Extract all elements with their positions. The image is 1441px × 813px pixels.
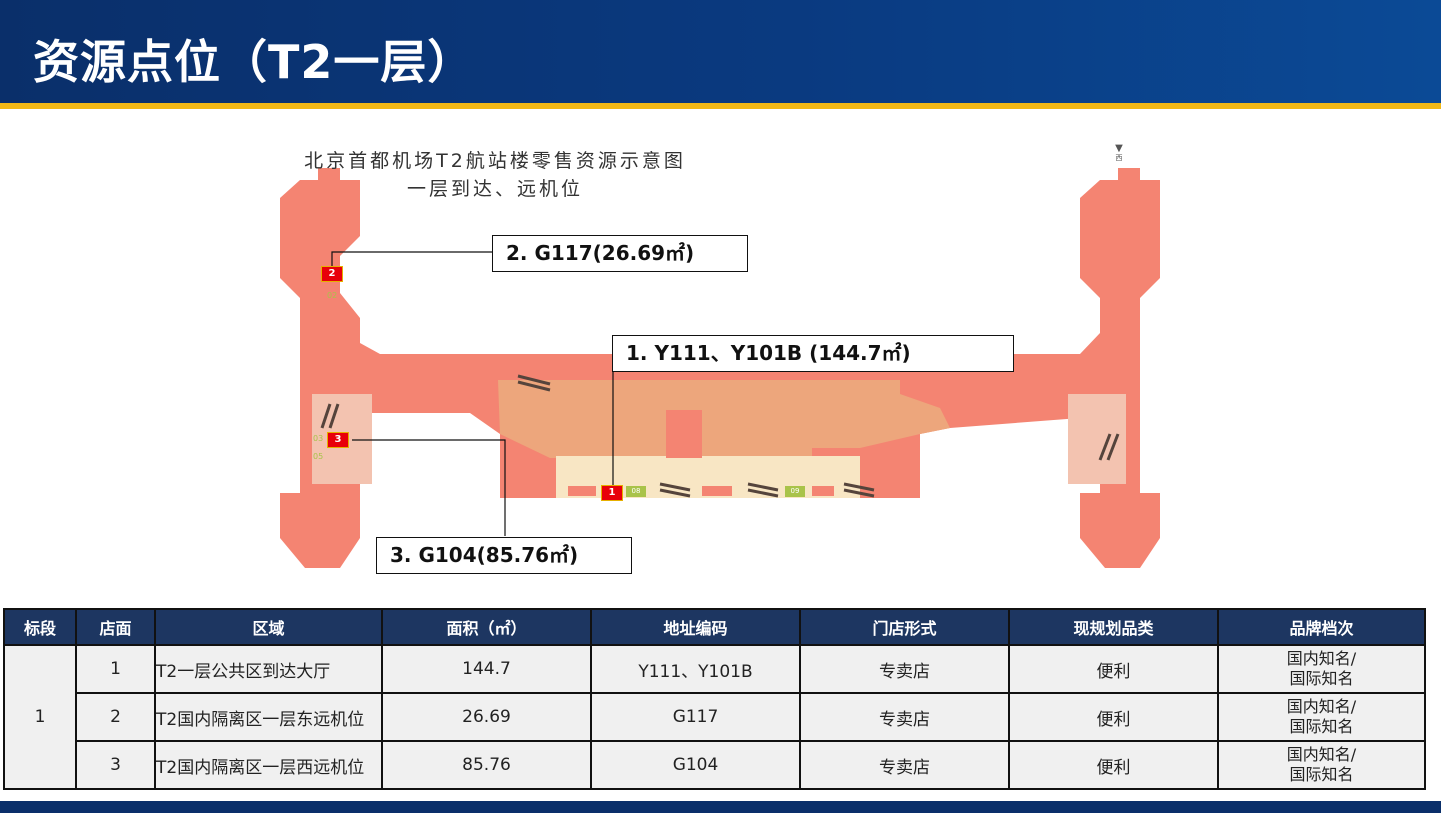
table-row: 1 1 T2一层公共区到达大厅 144.7 Y111、Y101B 专卖店 便利 …	[3, 644, 1426, 790]
retail-slot	[702, 486, 732, 496]
map-title: 北京首都机场T2航站楼零售资源示意图	[304, 150, 686, 172]
table-header-row: 标段 店面 区域 面积（㎡） 地址编码 门店形式 现规划品类 品牌档次	[3, 608, 1426, 646]
header-stripe	[0, 103, 1441, 109]
area-cell: T2国内隔离区一层东远机位	[154, 692, 383, 742]
store-cell: 2	[75, 692, 156, 742]
column-header: 店面	[75, 608, 156, 646]
category-cell: 便利	[1008, 692, 1219, 742]
map-subtitle: 一层到达、远机位	[406, 178, 583, 200]
area-cell: T2一层公共区到达大厅	[154, 644, 383, 694]
format-cell: 专卖店	[799, 740, 1010, 790]
column-header: 现规划品类	[1008, 608, 1219, 646]
core-block	[666, 410, 702, 458]
resource-table: 标段 店面 区域 面积（㎡） 地址编码 门店形式 现规划品类 品牌档次 1 1 …	[3, 608, 1426, 790]
column-header: 门店形式	[799, 608, 1010, 646]
callout-g104: 3. G104(85.76㎡)	[376, 537, 632, 574]
callout-leader-lines	[331, 251, 614, 536]
format-cell: 专卖店	[799, 692, 1010, 742]
callout-y111: 1. Y111、Y101B (144.7㎡)	[612, 335, 1014, 372]
store-cell: 1	[75, 644, 156, 694]
table-row: 3 T2国内隔离区一层西远机位 85.76 G104 专卖店 便利 国内知名/国…	[4, 740, 1426, 790]
category-cell: 便利	[1008, 740, 1219, 790]
grade-cell: 国内知名/国际知名	[1217, 692, 1426, 742]
retail-slot	[568, 486, 596, 496]
column-header: 面积（㎡）	[381, 608, 592, 646]
column-header: 品牌档次	[1217, 608, 1426, 646]
footer-bar	[0, 801, 1441, 813]
floor-plan-graphic	[280, 168, 1160, 568]
code-cell: Y111、Y101B	[590, 644, 801, 694]
area-cell: T2国内隔离区一层西远机位	[154, 740, 383, 790]
spot-label: 09	[785, 486, 805, 497]
spot-label: 08	[626, 486, 646, 497]
format-cell: 专卖店	[799, 644, 1010, 694]
column-header: 标段	[3, 608, 77, 646]
store-cell: 3	[75, 740, 156, 790]
grade-cell: 国内知名/国际知名	[1217, 644, 1426, 694]
terminal-floor-map	[260, 118, 1220, 588]
header-bar	[0, 0, 1441, 103]
size-cell: 144.7	[381, 644, 592, 694]
page-title: 资源点位（T2一层）	[33, 35, 475, 89]
retail-slot	[812, 486, 834, 496]
escalator-icon	[320, 374, 1120, 498]
location-marker-3[interactable]: 3	[327, 432, 349, 448]
location-marker-1[interactable]: 1	[601, 485, 623, 501]
code-cell: G117	[590, 692, 801, 742]
spot-label: 02	[327, 291, 338, 300]
category-cell: 便利	[1008, 644, 1219, 694]
code-cell: G104	[590, 740, 801, 790]
callout-g117: 2. G117(26.69㎡)	[492, 235, 748, 272]
size-cell: 85.76	[381, 740, 592, 790]
section-cell: 1	[3, 644, 77, 790]
spot-label: 05	[313, 452, 324, 461]
location-marker-2[interactable]: 2	[321, 266, 343, 282]
column-header: 区域	[154, 608, 383, 646]
north-arrow-icon: ▼ 西	[1115, 143, 1123, 163]
west-pier	[280, 168, 470, 568]
east-pier	[1080, 168, 1160, 568]
core-area	[498, 380, 950, 458]
grade-cell: 国内知名/国际知名	[1217, 740, 1426, 790]
column-header: 地址编码	[590, 608, 801, 646]
size-cell: 26.69	[381, 692, 592, 742]
spot-label: 03	[313, 434, 324, 443]
table-row: 2 T2国内隔离区一层东远机位 26.69 G117 专卖店 便利 国内知名/国…	[4, 692, 1426, 742]
